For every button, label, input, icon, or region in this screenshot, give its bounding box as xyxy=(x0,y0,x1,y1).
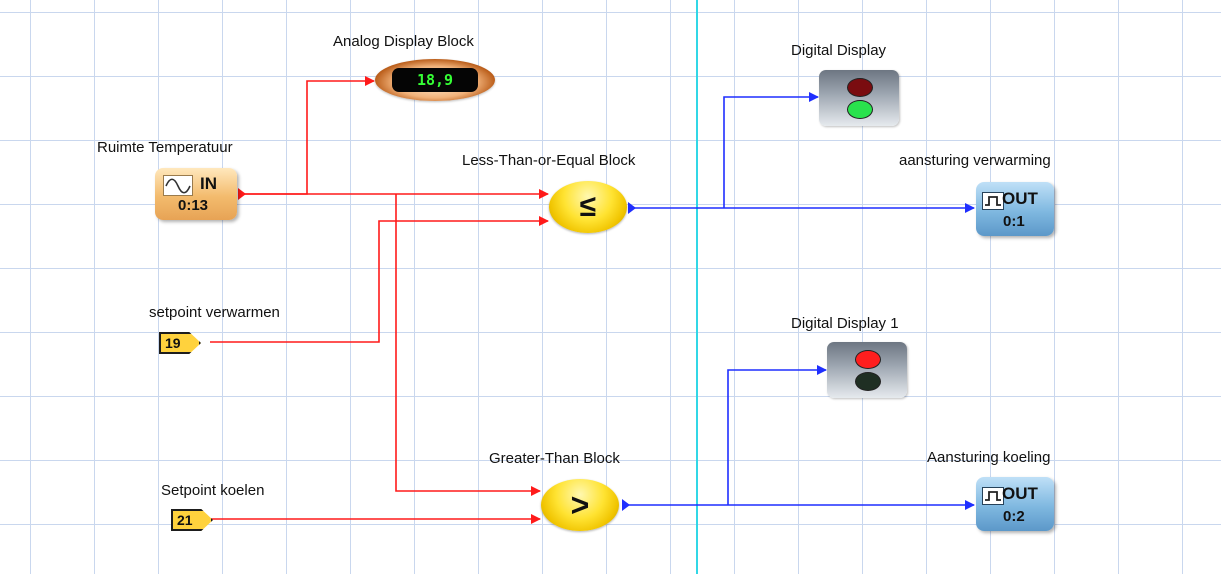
wire-le-to-digital-display xyxy=(723,92,819,208)
gt-output-arrow xyxy=(622,499,630,511)
pulse-icon xyxy=(982,192,1004,210)
out-cool-type: OUT xyxy=(1002,484,1038,503)
wire-setpoint-heat-to-le-block xyxy=(210,216,549,343)
out-cool-block[interactable]: OUT 0:2 xyxy=(976,477,1054,531)
red-lamp-icon xyxy=(847,78,873,97)
wire-input-to-analog-display xyxy=(238,76,375,195)
le-block-label: Less-Than-or-Equal Block xyxy=(462,152,636,169)
vertical-guide-line xyxy=(696,0,698,574)
out-heat-block[interactable]: OUT 0:1 xyxy=(976,182,1054,236)
red-lamp-icon xyxy=(855,350,881,369)
analog-display-label: Analog Display Block xyxy=(333,33,474,50)
sine-wave-icon xyxy=(163,175,193,196)
gt-block-label: Greater-Than Block xyxy=(489,450,620,467)
analog-display-value: 18,9 xyxy=(392,68,478,92)
less-than-or-equal-block[interactable]: ≤ xyxy=(549,181,627,233)
setpoint-heat-constant[interactable]: 19 xyxy=(159,332,201,354)
setpoint-cool-label: Setpoint koelen xyxy=(161,482,265,499)
digital-display-label: Digital Display xyxy=(791,42,887,59)
out-cool-label: Aansturing koeling xyxy=(927,449,1051,466)
wire-input-to-gt-block xyxy=(395,194,541,496)
green-lamp-icon xyxy=(855,372,881,391)
input-label: Ruimte Temperatuur xyxy=(97,139,233,156)
analog-display-block[interactable]: 18,9 xyxy=(375,59,495,101)
wire-gt-to-digital-display-1 xyxy=(727,365,827,505)
out-heat-address: 0:1 xyxy=(1003,213,1025,230)
out-heat-type: OUT xyxy=(1002,189,1038,208)
out-heat-label: aansturing verwarming xyxy=(899,152,1051,169)
setpoint-heat-label: setpoint verwarmen xyxy=(149,304,280,321)
gt-symbol: > xyxy=(570,487,590,523)
digital-display-block[interactable] xyxy=(819,70,899,126)
le-output-arrow xyxy=(628,202,636,214)
input-type: IN xyxy=(200,174,217,193)
green-lamp-icon xyxy=(847,100,873,119)
digital-display-1-block[interactable] xyxy=(827,342,907,398)
out-cool-address: 0:2 xyxy=(1003,508,1025,525)
le-symbol: ≤ xyxy=(579,190,597,223)
input-address: 0:13 xyxy=(178,197,209,214)
pulse-icon xyxy=(982,487,1004,505)
digital-display-1-label: Digital Display 1 xyxy=(791,315,899,332)
input-block[interactable]: IN 0:13 xyxy=(155,168,237,220)
input-output-arrow xyxy=(238,188,246,200)
setpoint-cool-constant[interactable]: 21 xyxy=(171,509,213,531)
greater-than-block[interactable]: > xyxy=(541,479,619,531)
